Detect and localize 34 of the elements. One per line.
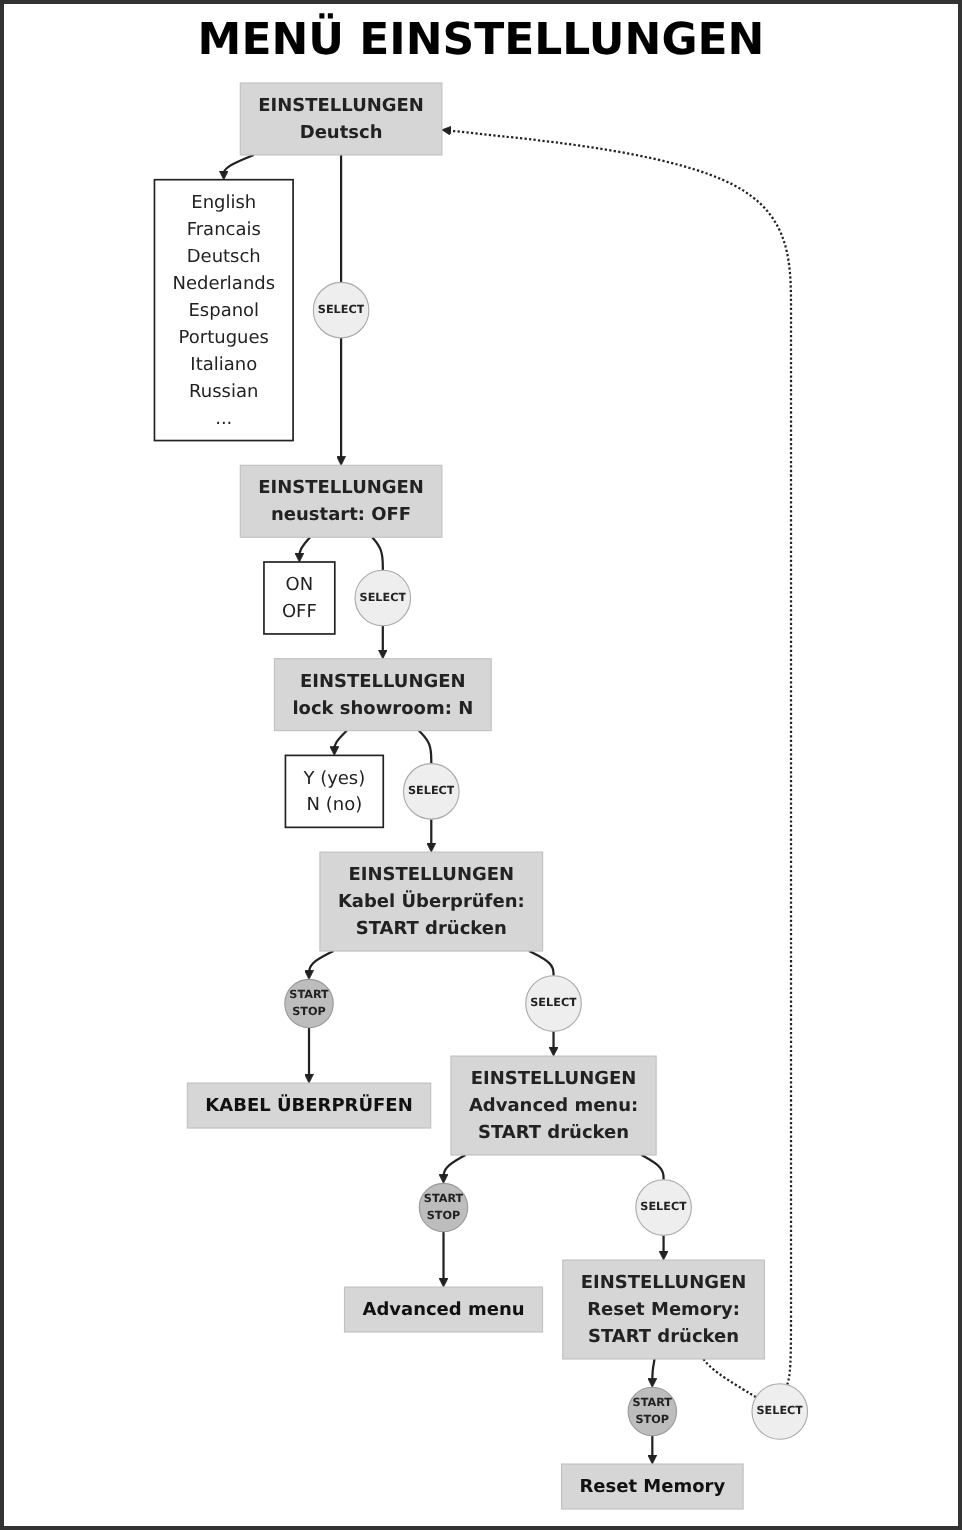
- arrow: [304, 1027, 314, 1084]
- arrow: [377, 625, 388, 660]
- arrow: [426, 819, 437, 853]
- arrow: [548, 1031, 559, 1057]
- connector: [528, 950, 555, 976]
- node-box: Y (yes) N (no): [284, 754, 385, 829]
- node-box: Reset Memory: [560, 1463, 744, 1510]
- arrow: [336, 337, 347, 466]
- connector: [702, 1358, 757, 1399]
- arrow: [294, 536, 311, 563]
- node-box: EINSTELLUNGEN Reset Memory: START drücken: [562, 1259, 765, 1360]
- arrow: [304, 950, 334, 980]
- arrow: [329, 729, 348, 756]
- arrow: [438, 1231, 449, 1288]
- node-box: KABEL ÜBERPRÜFEN: [186, 1082, 432, 1129]
- connector: [418, 729, 433, 764]
- connector: [641, 1154, 665, 1180]
- arrow: [438, 1154, 467, 1184]
- node-box: EINSTELLUNGEN Deutsch: [239, 82, 443, 156]
- arrow: [647, 1435, 658, 1465]
- arrow: [218, 153, 255, 181]
- node-box: ON OFF: [263, 561, 336, 635]
- node-box: EINSTELLUNGEN Kabel Überprüfen: START drücken: [319, 851, 544, 952]
- node-box: English Francais Deutsch Nederlands Espanol Portugues Italiano Russian ...: [153, 178, 294, 442]
- node-box: EINSTELLUNGEN Advanced menu: START drücken: [450, 1055, 657, 1156]
- connector: [339, 154, 343, 283]
- node-box: EINSTELLUNGEN neustart: OFF: [239, 464, 443, 538]
- arrow: [647, 1358, 658, 1388]
- connector: [371, 536, 384, 571]
- node-box: EINSTELLUNGEN lock showroom: N: [273, 658, 492, 732]
- arrow: [658, 1235, 669, 1261]
- diagram-title: MENÜ EINSTELLUNGEN: [197, 16, 765, 66]
- arrow: [441, 125, 793, 1385]
- node-box: Advanced menu: [343, 1286, 544, 1333]
